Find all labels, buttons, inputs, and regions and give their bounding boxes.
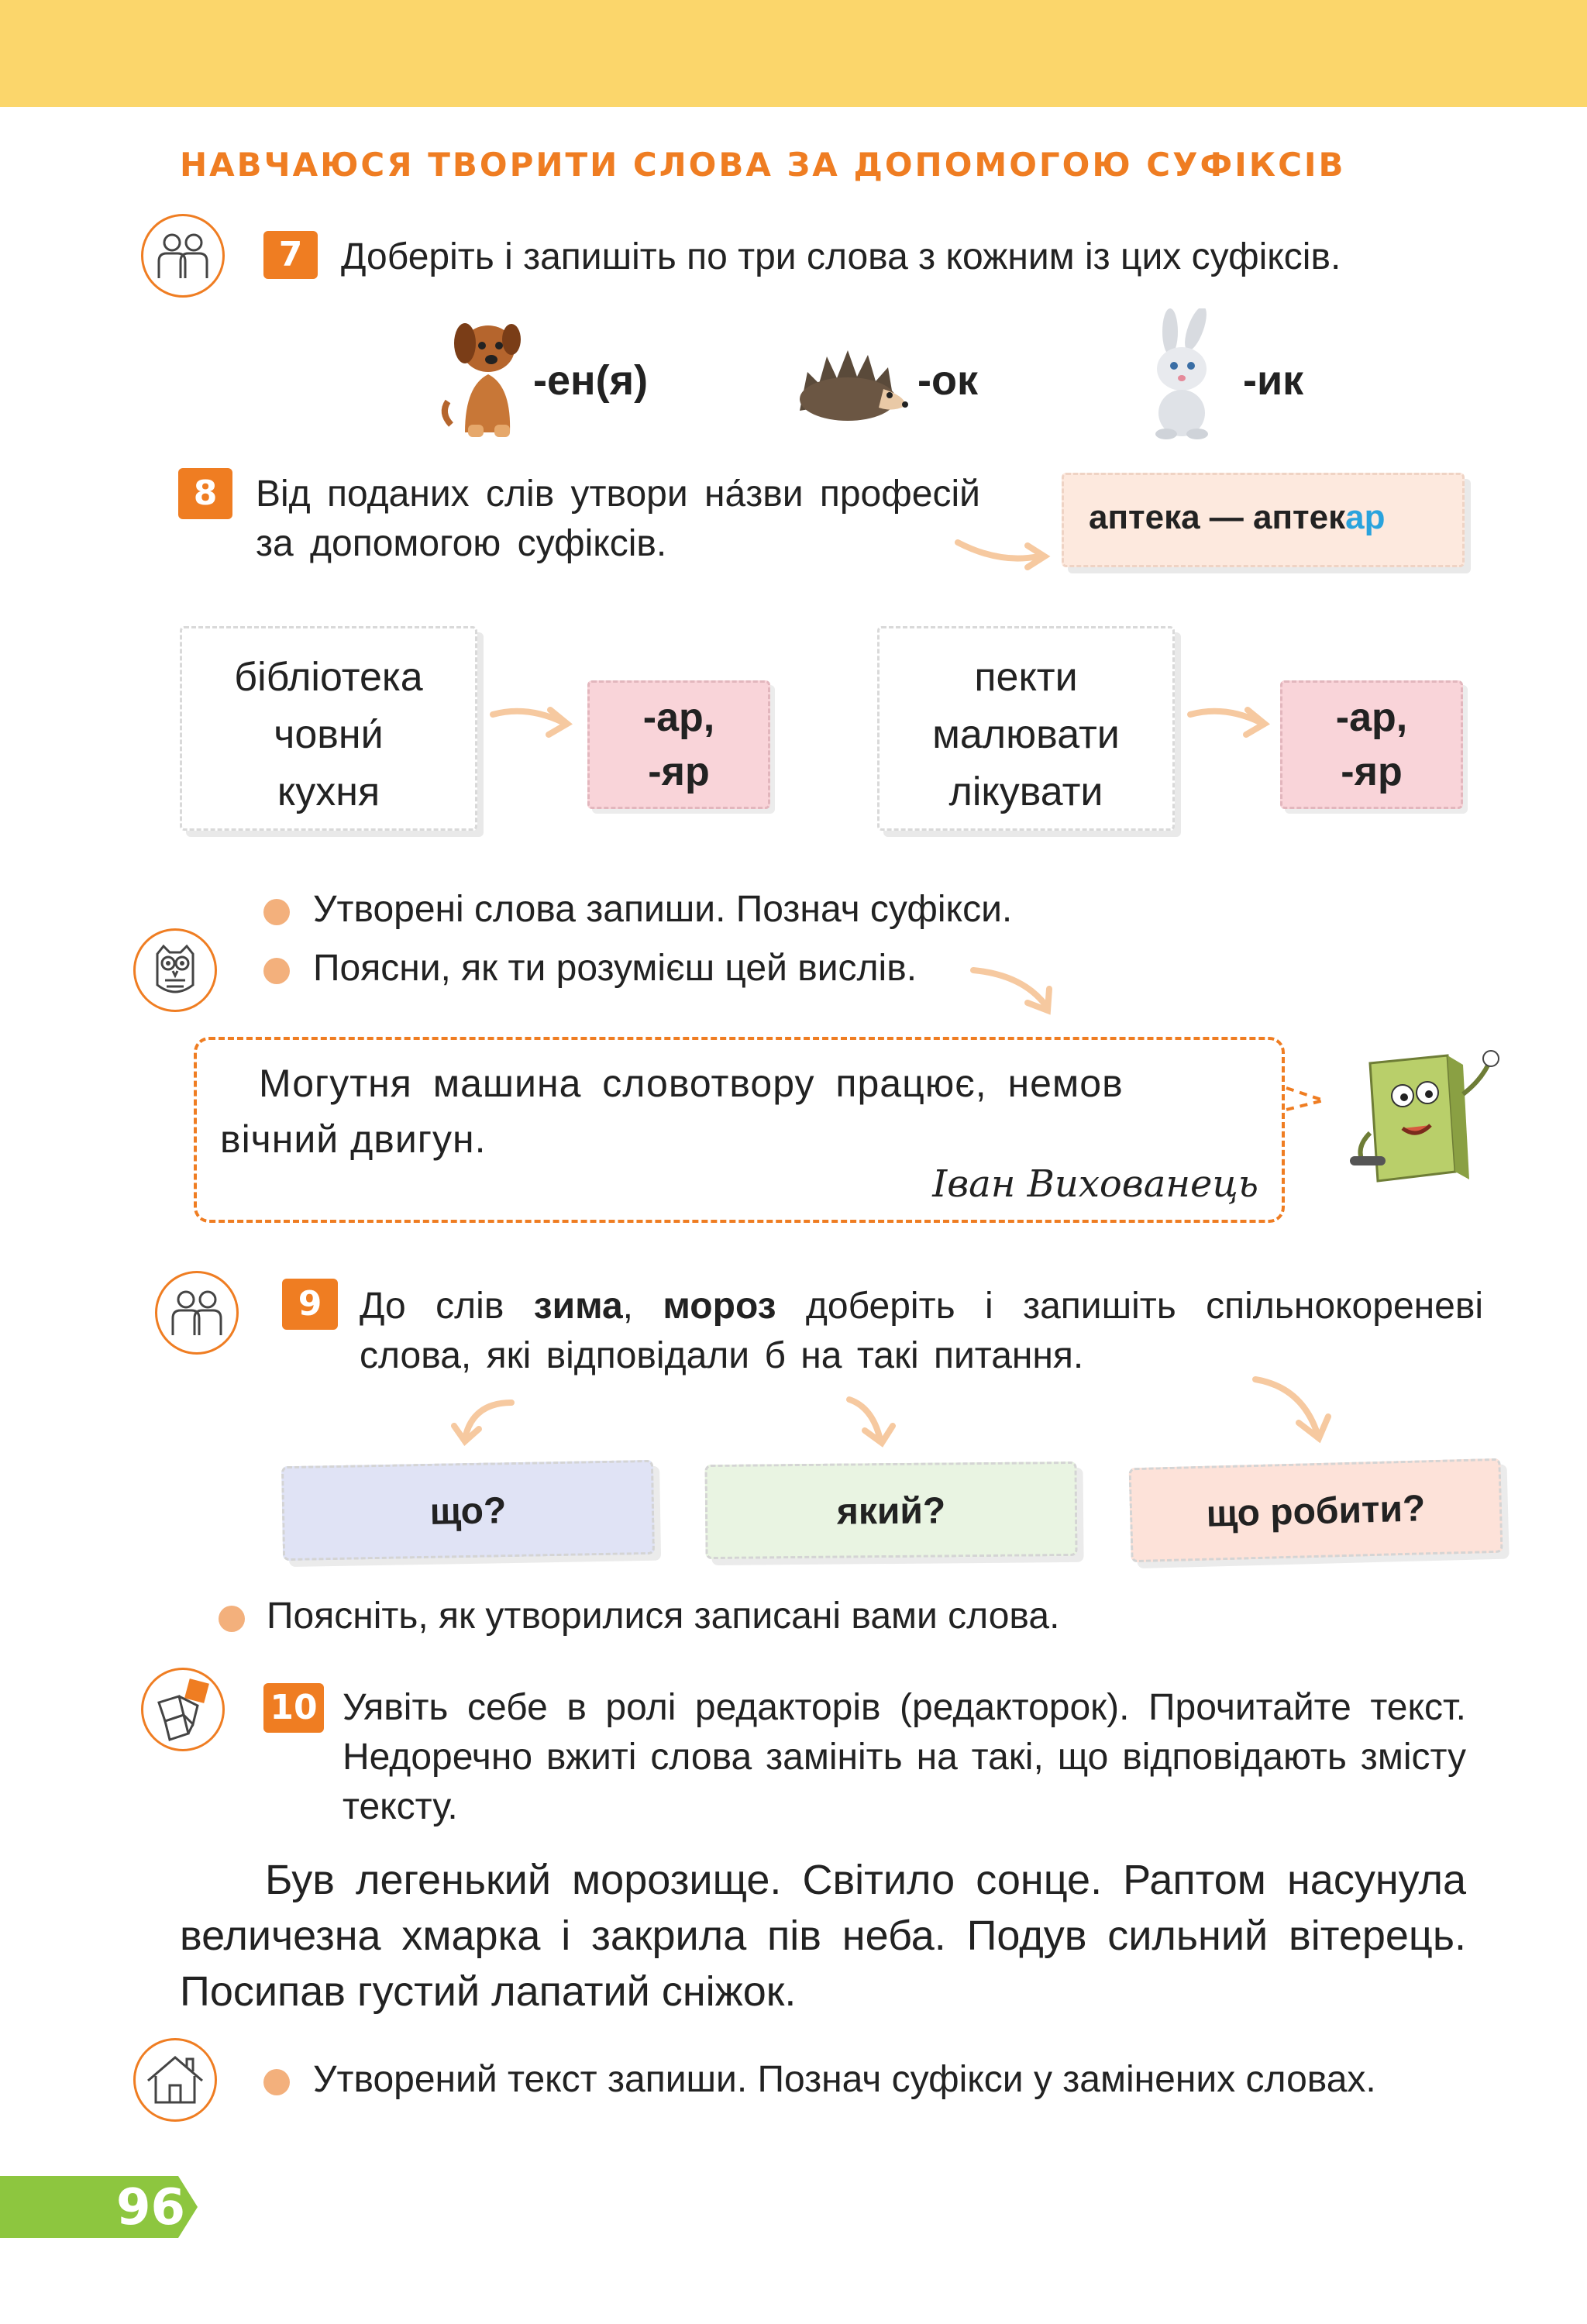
arrow-to-example-icon: [955, 539, 1051, 570]
arrow-down-right-icon: [970, 967, 1052, 1015]
page-number-tab: 96: [0, 2176, 198, 2238]
word-item: бібліотека: [234, 655, 423, 700]
quote-line-1: Могутня машина словотвору працює, немов: [259, 1062, 1124, 1105]
section-title: НАВЧАЮСЯ ТВОРИТИ СЛОВА ЗА ДОПОМОГОЮ СУФІ…: [180, 146, 1346, 184]
bullet-dot: [263, 2069, 290, 2095]
arrow-right-icon: [1187, 707, 1270, 738]
example-base: аптека — аптек: [1089, 498, 1346, 536]
example-card: аптека — аптекар: [1062, 473, 1465, 567]
owl-icon: [133, 928, 217, 1012]
quote-box: Могутня машина словотвору працює, немов …: [194, 1037, 1285, 1223]
suffix-en-ya: -ен(я): [533, 357, 649, 404]
question-card-what: що?: [281, 1459, 656, 1561]
arrow-right-icon: [490, 707, 573, 738]
question-card-what-to-do: що робити?: [1128, 1458, 1503, 1563]
bullet-text: Поясніть, як утворилися записані вами сл…: [267, 1596, 1060, 1637]
suffix-item: -ар,: [642, 695, 715, 740]
task9-separator: ,: [622, 1286, 663, 1327]
word-item: кухня: [277, 770, 380, 814]
task9-instruction: До слів зима, мороз доберіть і запишіть …: [360, 1282, 1483, 1381]
task-number-8: 8: [178, 468, 232, 519]
book-mascot-icon: [1347, 1048, 1502, 1199]
speech-pointer-icon: [1286, 1086, 1330, 1111]
bullet-dot: [263, 899, 290, 925]
bullet-dot: [219, 1606, 245, 1632]
pair-work-icon: [141, 214, 225, 298]
quote-author: Іван Вихованець: [932, 1162, 1258, 1206]
task-number-10: 10: [263, 1683, 324, 1733]
question-card-which: який?: [704, 1461, 1078, 1560]
suffix-card-1: -ар, -яр: [587, 680, 770, 809]
word-item: малювати: [932, 712, 1120, 757]
task9-word1: зима: [533, 1286, 623, 1327]
example-suffix: ар: [1345, 498, 1386, 536]
dog-icon: [434, 308, 527, 444]
hedgehog-icon: [792, 341, 908, 430]
task9-text-suffix: доберіть і запишіть спільнокореневі слов…: [360, 1286, 1484, 1376]
suffix-yk: -ик: [1243, 357, 1304, 404]
rabbit-icon: [1135, 306, 1228, 444]
task7-instruction: Доберіть і запишіть по три слова з кожни…: [341, 236, 1341, 277]
bullet-text: Поясни, як ти розумієш цей вислів.: [313, 948, 917, 989]
suffix-item: -ар,: [1335, 695, 1408, 740]
page-number: 96: [116, 2179, 186, 2236]
suffix-ok: -ок: [917, 357, 978, 404]
task10-passage: Був легенький морозище. Світило сонце. Р…: [180, 1857, 1466, 2015]
bullet-dot: [263, 958, 290, 984]
arrow-down-right-icon: [846, 1396, 896, 1448]
task-number-7: 7: [263, 231, 318, 279]
home-icon: [133, 2038, 217, 2122]
arrow-down-left-icon: [451, 1400, 515, 1446]
arrow-down-right-icon: [1252, 1376, 1331, 1444]
suffix-card-2: -ар, -яр: [1280, 680, 1463, 809]
task9-text-prefix: До слів: [360, 1286, 534, 1327]
word-card-1: бібліотека човни́ кухня: [180, 626, 477, 831]
task8-instruction: Від поданих слів утвори на́зви професій …: [256, 473, 980, 564]
task10-instruction: Уявіть себе в ролі редакторів (редакторо…: [343, 1687, 1466, 1827]
word-item: пекти: [974, 655, 1078, 700]
bullet-text: Утворені слова запиши. Познач суфікси.: [313, 889, 1013, 930]
top-color-band: [0, 0, 1587, 107]
word-item: лікувати: [948, 770, 1103, 814]
pair-work-icon: [155, 1271, 239, 1355]
suffix-item: -яр: [648, 749, 710, 794]
puzzle-icon: [141, 1668, 225, 1751]
suffix-item: -яр: [1341, 749, 1403, 794]
quote-line-2: вічний двигун.: [220, 1117, 487, 1161]
word-item: човни́: [274, 712, 384, 757]
word-card-2: пекти малювати лікувати: [877, 626, 1175, 831]
task9-word2: мороз: [663, 1286, 776, 1327]
task-number-9: 9: [282, 1279, 338, 1330]
bullet-text: Утворений текст запиши. Познач суфікси у…: [313, 2059, 1376, 2100]
